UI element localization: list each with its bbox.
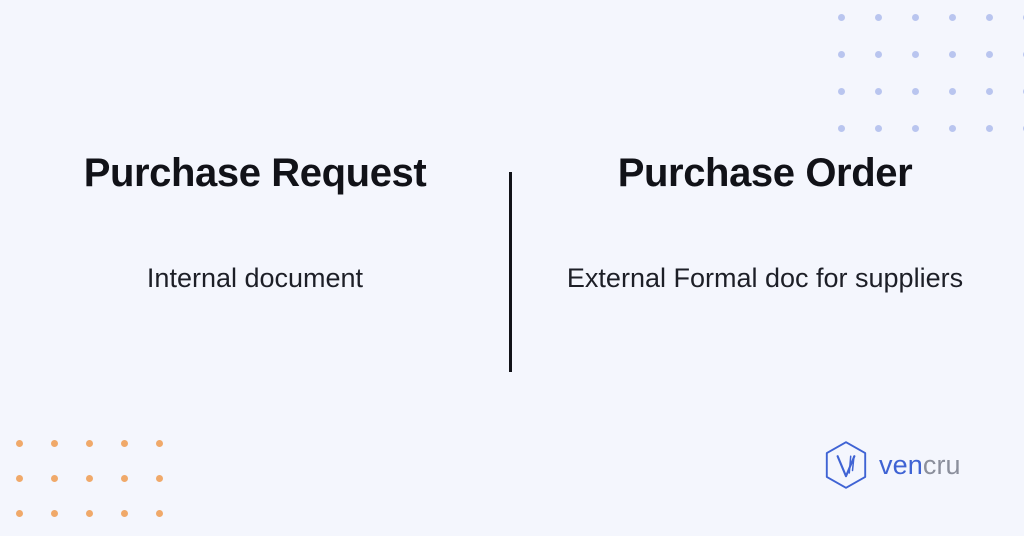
decorative-dot [949, 51, 956, 58]
decorative-dot-grid-bottom-left [16, 440, 191, 536]
decorative-dot [912, 51, 919, 58]
decorative-dot [949, 125, 956, 132]
purchase-order-subtitle: External Formal doc for suppliers [566, 263, 964, 294]
decorative-dot [86, 475, 93, 482]
decorative-dot [86, 440, 93, 447]
decorative-dot [986, 125, 993, 132]
decorative-dot [986, 14, 993, 21]
decorative-dot [16, 440, 23, 447]
purchase-order-title: Purchase Order [617, 151, 913, 195]
vertical-divider [509, 172, 512, 372]
decorative-dot [838, 51, 845, 58]
wordmark-ven: ven [879, 449, 923, 480]
vencru-wordmark: vencru [879, 449, 961, 480]
decorative-dot [875, 125, 882, 132]
comparison-section: Purchase Request Internal document Purch… [0, 150, 1024, 299]
decorative-dot-grid-top-right [838, 14, 1024, 162]
decorative-dot [16, 475, 23, 482]
decorative-dot [838, 14, 845, 21]
decorative-dot [156, 475, 163, 482]
decorative-dot [51, 510, 58, 517]
decorative-dot [121, 440, 128, 447]
decorative-dot [949, 88, 956, 95]
decorative-dot [986, 88, 993, 95]
decorative-dot [156, 440, 163, 447]
decorative-dot [51, 440, 58, 447]
decorative-dot [16, 510, 23, 517]
decorative-dot [912, 88, 919, 95]
decorative-dot [912, 14, 919, 21]
decorative-dot [986, 51, 993, 58]
decorative-dot [875, 88, 882, 95]
wordmark-cru: cru [922, 449, 961, 480]
purchase-request-subtitle: Internal document [146, 263, 364, 294]
decorative-dot [949, 14, 956, 21]
purchase-request-title: Purchase Request [83, 151, 427, 195]
decorative-dot [838, 125, 845, 132]
vencru-logo-icon [822, 440, 870, 490]
decorative-dot [912, 125, 919, 132]
decorative-dot [875, 51, 882, 58]
decorative-dot [875, 14, 882, 21]
decorative-dot [51, 475, 58, 482]
comparison-column-purchase-order: Purchase Order External Formal doc for s… [510, 150, 1020, 299]
decorative-dot [121, 510, 128, 517]
brand-lockup: vencru [822, 440, 961, 490]
decorative-dot [156, 510, 163, 517]
decorative-dot [86, 510, 93, 517]
comparison-column-purchase-request: Purchase Request Internal document [0, 150, 510, 299]
decorative-dot [121, 475, 128, 482]
decorative-dot [838, 88, 845, 95]
